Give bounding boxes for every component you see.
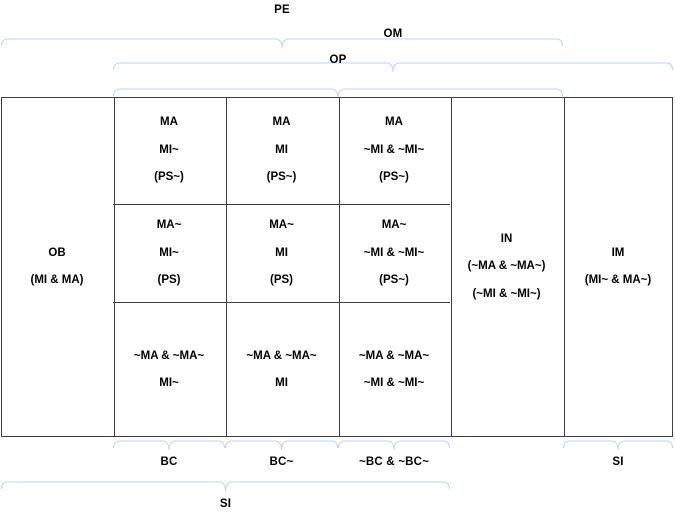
- cell-line: (PS~): [379, 274, 409, 287]
- cell-r1c2: MA MI (PS~): [225, 97, 338, 205]
- cell-line: OB: [48, 246, 66, 259]
- cell-line: (PS): [270, 274, 293, 287]
- cell-line: MI~: [159, 246, 179, 259]
- brace-top: [112, 62, 674, 73]
- cell-r2c2: MA~ MI (PS): [225, 205, 338, 303]
- brace-bottom: [112, 440, 226, 451]
- cell-r1c3: MA ~MI & ~MI~ (PS~): [338, 97, 450, 205]
- brace-label-BC: BC: [160, 456, 178, 468]
- brace-bottom: [337, 440, 451, 451]
- brace-label-PE: PE: [274, 4, 290, 16]
- brace-label-OP: OP: [329, 54, 347, 66]
- cell-line: ~MA & ~MA~: [246, 349, 317, 362]
- cell-r1c1: MA MI~ (PS~): [113, 97, 225, 205]
- cell-line: (PS~): [379, 171, 409, 184]
- cell-line: IM: [611, 246, 625, 259]
- brace-label-OM: OM: [383, 28, 403, 40]
- brace-top: [112, 88, 564, 99]
- brace-label-SI: SI: [219, 498, 232, 510]
- matrix-grid: [1, 97, 673, 437]
- cell-line: ~MA & ~MA~: [358, 349, 430, 362]
- cell-line: MA~: [156, 219, 182, 232]
- cell-line: MA~: [269, 219, 294, 232]
- cell-line: MA: [160, 116, 178, 129]
- cell-line: (PS~): [154, 171, 184, 184]
- cell-r3c1: ~MA & ~MA~ MI~: [113, 303, 225, 437]
- brace-label-~BC~BC~: ~BC & ~BC~: [358, 456, 430, 468]
- cell-r2c3: MA~ ~MI & ~MI~ (PS~): [338, 205, 450, 303]
- cell-ob: OB (MI & MA): [1, 97, 113, 437]
- cell-line: MI~: [159, 377, 179, 389]
- brace-label-SI: SI: [612, 456, 624, 468]
- cell-r2c1: MA~ MI~ (PS): [113, 205, 225, 303]
- cell-line: ~MI & ~MI~: [363, 377, 425, 389]
- grid-divider-2: [225, 98, 227, 436]
- brace-bottom: [224, 440, 339, 451]
- grid-divider-3: [338, 98, 340, 436]
- cell-line: (PS): [157, 274, 181, 287]
- brace-label-BC~: BC~: [269, 456, 294, 468]
- grid-divider-4: [450, 98, 452, 436]
- cell-r3c2: ~MA & ~MA~ MI: [225, 303, 338, 437]
- cell-line: ~MI & ~MI~: [363, 143, 425, 156]
- cell-line: ~MA & ~MA~: [133, 349, 205, 362]
- cell-line: MA: [272, 116, 291, 129]
- cell-line: MA: [385, 116, 403, 129]
- cell-line: (PS~): [266, 171, 297, 184]
- cell-line: MI: [275, 143, 288, 156]
- cell-im: IM (MI~ & MA~): [563, 97, 673, 437]
- cell-line: MI~: [159, 143, 179, 156]
- cell-line: MI: [275, 377, 288, 389]
- brace-bottom: [0, 481, 451, 492]
- cell-in: IN (~MA & ~MA~) (~MI & ~MI~): [450, 97, 563, 437]
- cell-line: (MI & MA): [30, 274, 84, 286]
- cell-line: MA~: [381, 219, 407, 232]
- grid-divider-5: [563, 98, 565, 436]
- cell-line: (~MI & ~MI~): [472, 287, 541, 300]
- cell-line: IN: [500, 232, 513, 245]
- brace-bottom: [562, 440, 674, 451]
- brace-top: [0, 38, 564, 49]
- cell-r3c3: ~MA & ~MA~ ~MI & ~MI~: [338, 303, 450, 437]
- cell-line: (~MA & ~MA~): [467, 260, 546, 273]
- cell-line: MI: [275, 246, 288, 259]
- cell-line: ~MI & ~MI~: [363, 246, 425, 259]
- cell-line: (MI~ & MA~): [584, 274, 652, 286]
- grid-divider-1: [113, 98, 115, 436]
